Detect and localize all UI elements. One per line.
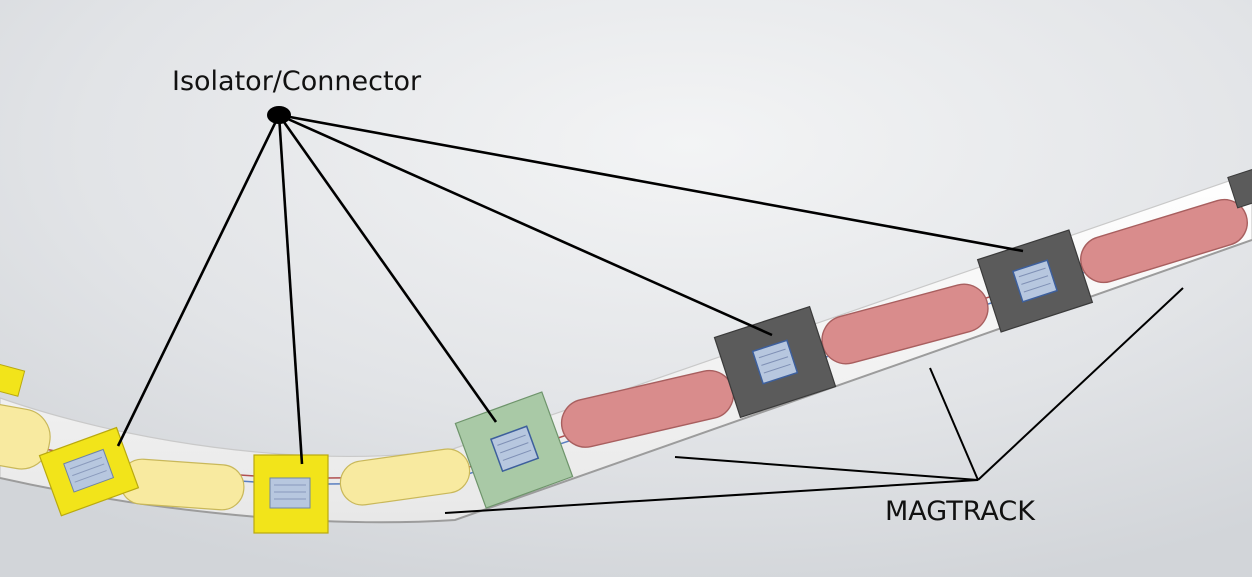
isolator-connector-icon (713, 305, 837, 419)
isolator-connector-label: Isolator/Connector (172, 66, 422, 97)
isolator-connector-icon (454, 391, 574, 509)
isolator-connector-icon (976, 229, 1094, 333)
isolator-pointer-dot (267, 106, 291, 124)
magtrack-pad (339, 448, 471, 506)
magtrack-label: MAGTRACK (885, 496, 1035, 527)
magtrack-leader-lines (444, 287, 1184, 514)
isolator-leader-lines (116, 113, 1024, 465)
isolator-connector-icon (253, 454, 329, 534)
isolator-connector-icon (0, 359, 26, 397)
magtrack-pad (1080, 198, 1248, 284)
isolator-connector-icon (38, 426, 140, 517)
magtrack-pad (0, 402, 51, 470)
